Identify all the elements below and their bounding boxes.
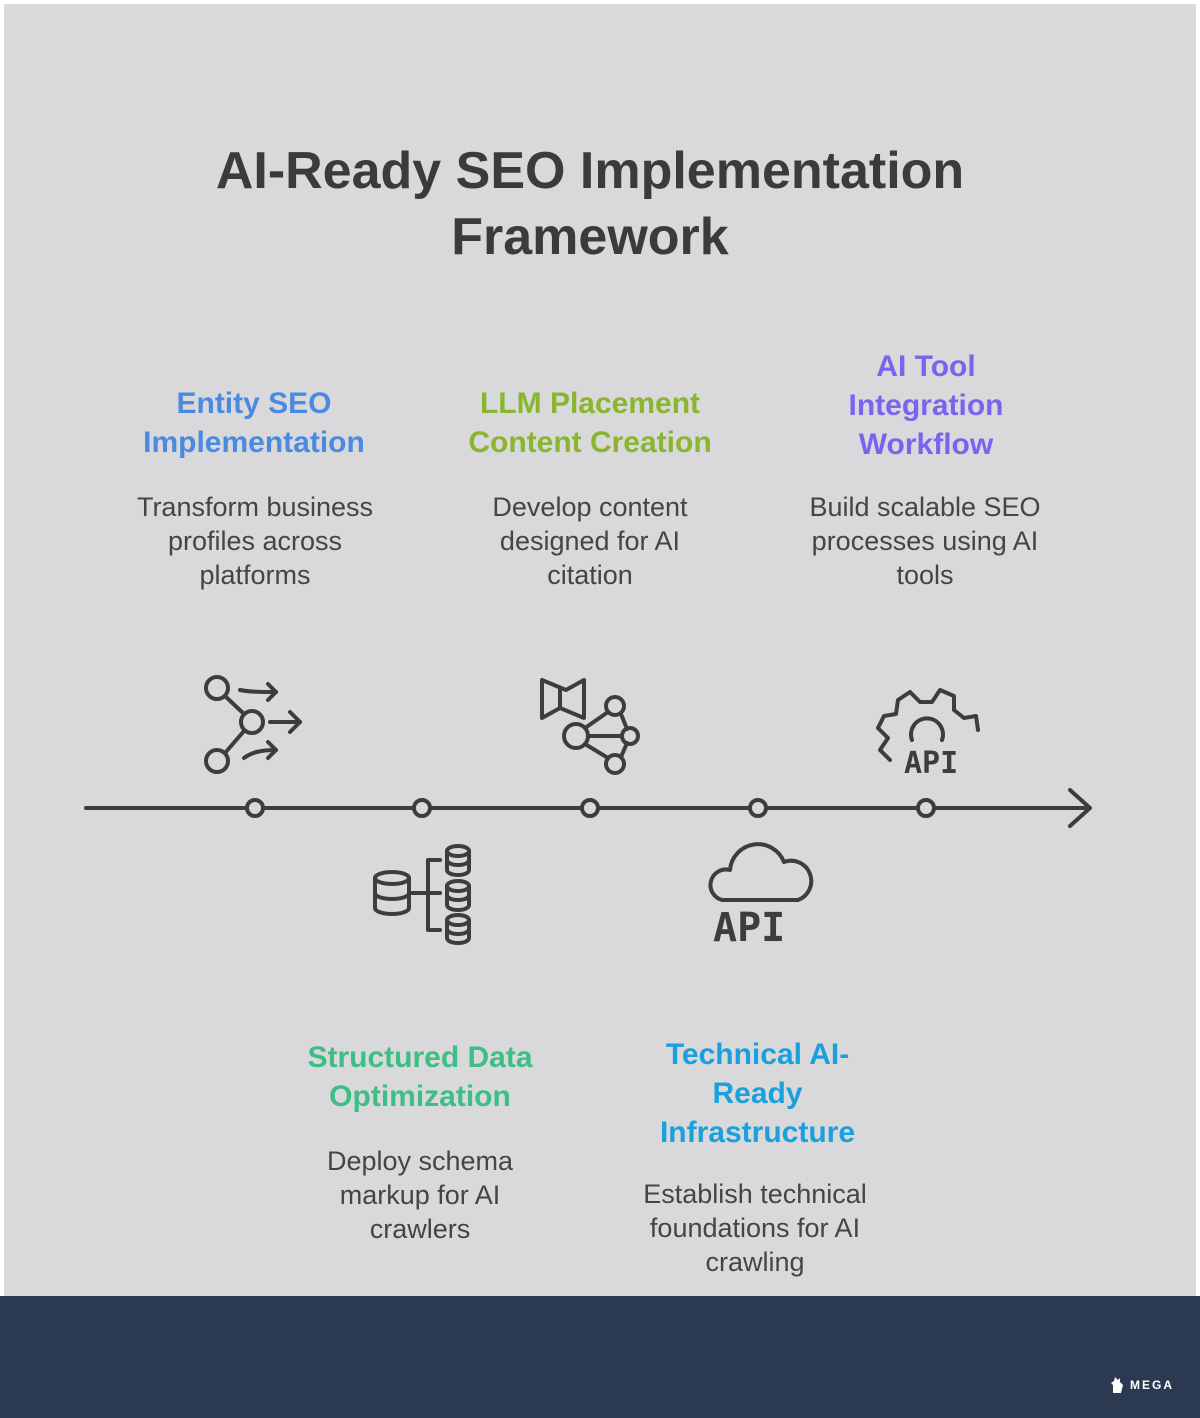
database-hierarchy-icon (373, 844, 471, 945)
brand-logo: MEGA (1110, 1376, 1174, 1394)
timeline-diagram: API API (84, 675, 1092, 951)
step-5-title: AI Tool Integration Workflow (848, 350, 1004, 461)
share-arrows-icon (204, 675, 302, 774)
footer-bar (0, 1296, 1200, 1418)
step-2-title: Structured Data Optimization (307, 1041, 533, 1113)
timeline-node-1 (245, 798, 265, 818)
timeline-node-5 (916, 798, 936, 818)
step-3-title: LLM Placement Content Creation (468, 387, 712, 459)
book-network-icon (540, 678, 640, 775)
logo-text: MEGA (1130, 1378, 1174, 1392)
gear-api-icon: API (876, 688, 980, 781)
cloud-api-icon: API (708, 842, 814, 951)
timeline-node-2 (412, 798, 432, 818)
svg-text:API: API (713, 905, 785, 951)
diagram-panel (4, 4, 1196, 1296)
step-4-description: Establish technical foundations for AI c… (643, 1179, 867, 1277)
timeline-node-3 (580, 798, 600, 818)
step-1-title: Entity SEO Implementation (143, 387, 365, 459)
step-5-description: Build scalable SEO processes using AI to… (809, 492, 1041, 590)
step-1-description: Transform business profiles across platf… (136, 492, 374, 590)
step-3-description: Develop content designed for AI citation (492, 492, 688, 590)
mega-logo-icon (1111, 1377, 1123, 1393)
timeline-node-4 (748, 798, 768, 818)
timeline-arrowhead (1068, 788, 1092, 828)
step-2-description: Deploy schema markup for AI crawlers (326, 1146, 514, 1244)
step-4-title: Technical AI-Ready Infrastructure (659, 1038, 856, 1149)
page-title: AI-Ready SEO Implementation Framework (215, 142, 965, 266)
svg-text:API: API (904, 746, 958, 781)
